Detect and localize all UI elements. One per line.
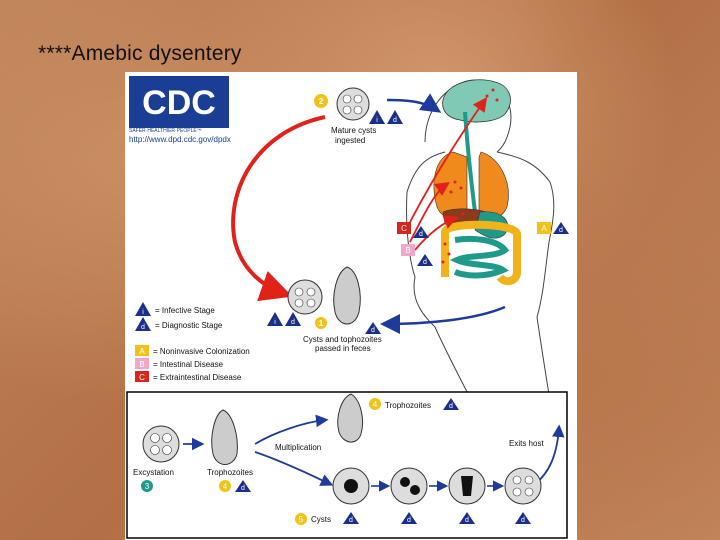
step-1-badge: [315, 317, 327, 329]
excystation-number: 3: [145, 482, 150, 491]
cdc-logo-text: CDC: [142, 84, 216, 122]
step-1-trophozoite-diagnostic-badge: [365, 322, 381, 334]
trophozoite-top-image: [337, 393, 364, 443]
lifecycle-red-arrow: [231, 115, 326, 302]
svg-text:A: A: [139, 347, 145, 356]
cdc-tagline: SAFER·HEALTHIER·PEOPLE™: [129, 128, 202, 134]
cysts-number: 5: [299, 515, 304, 524]
svg-text:d: d: [465, 517, 469, 524]
svg-text:C: C: [401, 224, 407, 233]
svg-text:d: d: [423, 259, 427, 266]
excystation-label: Excystation: [133, 468, 174, 477]
svg-text:A: A: [541, 224, 547, 233]
trophozoite-image: [211, 409, 238, 465]
svg-text:d: d: [141, 324, 145, 331]
svg-text:d: d: [449, 403, 453, 410]
step-2-badge: [314, 94, 328, 108]
step-1-label-line1: Cysts and tophozoites: [303, 335, 382, 344]
cysts-diagnostic-badges: [343, 512, 531, 524]
multiplication-arrow-up: [254, 414, 329, 445]
svg-text:d: d: [393, 117, 397, 124]
step-1-label-line2: passed in feces: [315, 344, 371, 353]
multiplication-arrow-down: [254, 451, 334, 486]
slide-title: ****Amebic dysentery: [38, 42, 242, 65]
legend: i = Infective Stage d = Diagnostic Stage…: [135, 302, 250, 382]
diagnostic-stage-badge: d: [387, 110, 403, 124]
svg-text:d: d: [407, 517, 411, 524]
step-2-number: 2: [319, 97, 324, 106]
cdc-url-link[interactable]: http://www.dpd.cdc.gov/dpdx: [129, 135, 231, 144]
legend-infective: = Infective Stage: [155, 306, 215, 315]
intestinal-badge-b: [401, 244, 415, 256]
svg-text:i: i: [274, 319, 276, 326]
cyst-maturation-sequence: [332, 467, 542, 505]
trophozoites-number-bottom: 4: [223, 482, 228, 491]
svg-text:d: d: [349, 517, 353, 524]
ingestion-arrow: [386, 93, 442, 113]
svg-text:d: d: [419, 231, 423, 238]
excreted-trophozoite-image: [333, 266, 361, 325]
mature-cyst-image: [336, 87, 370, 121]
brain-organ: [442, 79, 511, 123]
legend-noninvasive: = Noninvasive Colonization: [153, 347, 250, 356]
exits-host-label: Exits host: [509, 439, 544, 448]
multiplication-label: Multiplication: [275, 443, 321, 452]
right-lung-organ: [478, 151, 509, 220]
small-intestine-organ: [449, 235, 510, 279]
legend-extraintestinal: = Extraintestinal Disease: [153, 373, 242, 382]
large-intestine-organ: [441, 220, 521, 286]
extraintestinal-spread-arrows: [404, 97, 488, 251]
step-2-label-line1: Mature cysts: [331, 126, 376, 135]
step-2-label-line2: ingested: [335, 136, 365, 145]
svg-text:d: d: [559, 227, 563, 234]
excretion-arrow: [380, 305, 506, 334]
trophozoites-label-bottom: Trophozoites: [207, 468, 253, 477]
svg-text:d: d: [371, 327, 375, 334]
cdc-logo: CDC SAFER·HEALTHIER·PEOPLE™: [129, 76, 229, 134]
noninvasive-badge-a: [537, 222, 551, 234]
infection-site-dots: [441, 88, 499, 264]
svg-text:C: C: [139, 373, 145, 382]
step-1-diagnostic-badge: d: [285, 312, 301, 326]
svg-text:i: i: [142, 309, 144, 316]
lifecycle-diagram-panel: CDC SAFER·HEALTHIER·PEOPLE™ http://www.d…: [125, 72, 577, 540]
svg-text:B: B: [139, 360, 144, 369]
svg-text:d: d: [241, 485, 245, 492]
excystation-cyst-image: [142, 425, 180, 463]
legend-intestinal: = Intestinal Disease: [153, 360, 224, 369]
extraintestinal-badge-c: [397, 222, 411, 234]
trophozoites-number-top: 4: [373, 400, 378, 409]
step-1-infective-badge: i: [267, 312, 283, 326]
svg-text:B: B: [405, 246, 410, 255]
cysts-label: Cysts: [311, 515, 331, 524]
excreted-cyst-image: [287, 279, 323, 315]
legend-diagnostic: = Diagnostic Stage: [155, 321, 223, 330]
esophagus-organ: [463, 111, 477, 213]
svg-text:i: i: [376, 117, 378, 124]
step-1-number: 1: [319, 319, 324, 328]
svg-text:d: d: [521, 517, 525, 524]
infective-stage-badge: i: [369, 110, 385, 124]
trophozoites-label-top: Trophozoites: [385, 401, 431, 410]
svg-text:d: d: [291, 319, 295, 326]
